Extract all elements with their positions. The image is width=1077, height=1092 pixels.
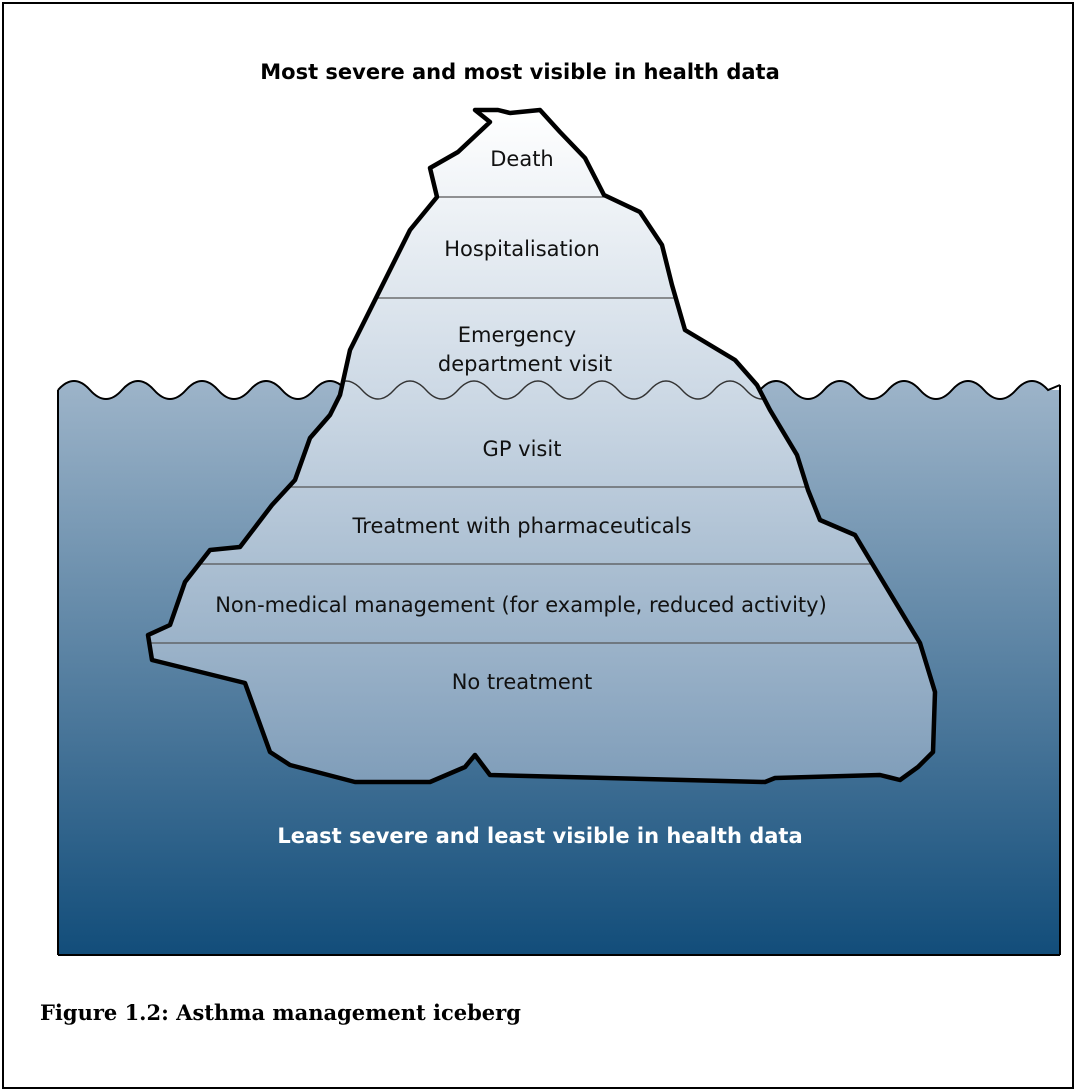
figure-caption: Figure 1.2: Asthma management iceberg [40,1000,521,1025]
waterline-inside-iceberg [329,380,779,400]
layer-label-no-treatment: No treatment [452,670,593,694]
layer-label-hospitalisation: Hospitalisation [444,237,600,261]
iceberg-body [148,110,935,782]
layer-label-emergency-line1: Emergency [458,323,576,347]
layer-label-treatment: Treatment with pharmaceuticals [352,514,692,538]
iceberg [145,107,938,785]
iceberg-outline [145,107,938,785]
layer-label-nonmedical: Non-medical management (for example, red… [215,593,827,617]
layer-label-emergency-line2: department visit [438,352,612,376]
top-heading: Most severe and most visible in health d… [260,60,779,84]
bottom-heading: Least severe and least visible in health… [277,824,802,848]
layer-label-death: Death [490,147,554,171]
water-surface-line-right [759,380,1061,400]
layer-label-gp-visit: GP visit [483,437,562,461]
water-surface-line [57,380,347,400]
